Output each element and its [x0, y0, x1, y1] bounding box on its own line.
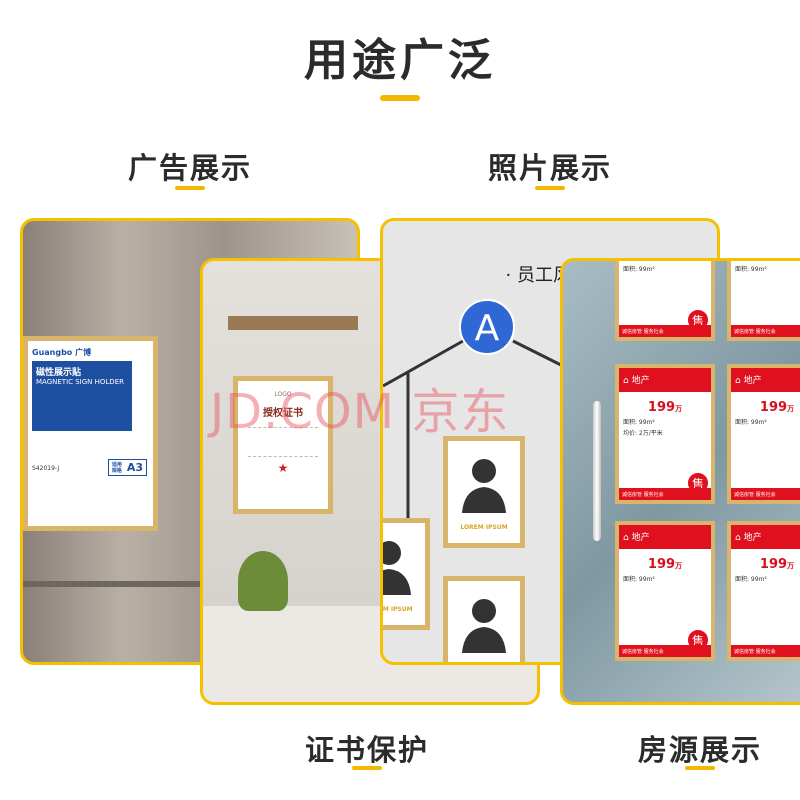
listing-brand: 地产: [631, 376, 650, 386]
label-underline: [352, 766, 382, 770]
listing-card: ⌂ 地产 199万 面积: 99m² 售 诚信房管 服务社会: [727, 521, 800, 661]
listing-card: ⌂ 地产 199万 面积: 99m² 售 诚信房管 服务社会: [727, 364, 800, 504]
handrail: [23, 581, 357, 587]
page-title: 用途广泛: [304, 35, 496, 86]
label-ad-display: 广告展示: [127, 151, 252, 185]
listing-price: 199: [647, 400, 676, 415]
product-name-en: MAGNETIC SIGN HOLDER: [36, 378, 124, 386]
house-icon: ⌂: [623, 376, 632, 386]
cert-title: 授权证书: [263, 408, 303, 419]
listing-footer: 诚信房管 服务社会: [619, 488, 711, 500]
listing-footer: 诚信房管 服务社会: [619, 645, 711, 657]
listing-card: ⌂ 地产 199万 面积: 99m² 均价: 2万/平米 售 诚信房管 服务社会: [615, 364, 715, 504]
listing-area: 面积: 99m²: [735, 266, 767, 273]
price-unit: 万: [787, 562, 795, 570]
price-unit: 万: [675, 562, 683, 570]
price-unit: 万: [787, 405, 795, 413]
person-icon: [462, 459, 506, 513]
listing-area: 面积: 99m²: [735, 576, 767, 583]
listing-footer: 诚信房管 服务社会: [731, 325, 800, 337]
size-value: A3: [126, 461, 143, 474]
staff-photo-frame: LOREM IPSUM: [443, 436, 525, 548]
listing-card: 面积: 99m² 售 诚信房管 服务社会: [727, 261, 800, 341]
house-icon: ⌂: [735, 376, 744, 386]
tree-lines: [383, 339, 564, 521]
label-underline: [175, 186, 205, 190]
listing-price: 199: [759, 557, 788, 572]
seal-star-icon: ★: [277, 461, 289, 475]
staff-photo-frame: LOREM IPSUM: [443, 576, 525, 665]
size-label: 适用规格: [111, 461, 122, 474]
potted-plant: [238, 551, 288, 611]
label-photo-display: 照片展示: [487, 151, 612, 185]
listing-footer: 诚信房管 服务社会: [731, 488, 800, 500]
cert-logo: LOGO: [274, 391, 292, 398]
product-name-cn: 磁性展示贴: [36, 368, 82, 378]
listing-unit-price: 均价: 2万/平米: [623, 430, 663, 437]
listing-price: 199: [647, 557, 676, 572]
listing-card: ⌂ 地产 199万 面积: 99m² 售 诚信房管 服务社会: [615, 521, 715, 661]
person-icon: [383, 541, 411, 595]
listing-brand: 地产: [743, 376, 762, 386]
listing-footer: 诚信房管 服务社会: [731, 645, 800, 657]
label-certificate-protection: 证书保护: [304, 733, 429, 767]
watermark: JD.COM 京东: [210, 384, 510, 440]
door-handle: [593, 401, 601, 541]
staff-name: LOREM IPSUM: [382, 606, 413, 613]
label-underline: [685, 766, 715, 770]
house-icon: ⌂: [735, 533, 744, 543]
label-underline: [535, 186, 565, 190]
badge-a: A: [459, 299, 515, 355]
listing-brand: 地产: [631, 533, 650, 543]
listing-price: 199: [759, 400, 788, 415]
listing-footer: 诚信房管 服务社会: [619, 325, 711, 337]
certificate-frame: LOGO 授权证书 ★: [233, 376, 333, 514]
sku-text: S42019-J: [32, 465, 60, 472]
listing-card: 面积: 99m² 售 诚信房管 服务社会: [615, 261, 715, 341]
label-property-display: 房源展示: [637, 733, 762, 767]
person-icon: [462, 599, 506, 653]
listing-area: 面积: 99m²: [623, 419, 655, 426]
staff-photo-frame: LOREM IPSUM: [382, 518, 430, 630]
staff-name: LOREM IPSUM: [448, 664, 520, 665]
listing-brand: 地产: [743, 533, 762, 543]
brand-logo: Guangbo 广博: [32, 348, 92, 357]
listing-area: 面积: 99m²: [623, 266, 655, 273]
product-box: 磁性展示贴 MAGNETIC SIGN HOLDER: [32, 361, 132, 431]
title-underline: [380, 95, 420, 101]
house-icon: ⌂: [623, 533, 632, 543]
listing-area: 面积: 99m²: [735, 419, 767, 426]
wood-shelf: [228, 316, 358, 330]
magnetic-sign-holder: Guangbo 广博 磁性展示贴 MAGNETIC SIGN HOLDER 适用…: [23, 336, 158, 531]
property-listing-panel: 面积: 99m² 售 诚信房管 服务社会 面积: 99m² 售 诚信房管 服务社…: [560, 258, 800, 705]
staff-name: LOREM IPSUM: [460, 524, 508, 531]
price-unit: 万: [675, 405, 683, 413]
listing-area: 面积: 99m²: [623, 576, 655, 583]
size-badge: 适用规格 A3: [107, 459, 147, 476]
